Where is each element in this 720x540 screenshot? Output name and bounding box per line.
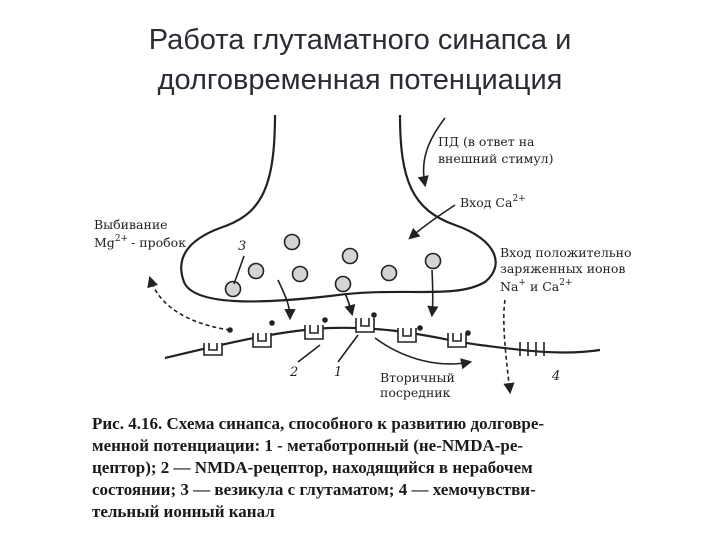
positive-ions-label-line-2: заряженных ионов — [500, 261, 625, 276]
pointer-3 — [233, 255, 245, 285]
ap-label-line-2: внешний стимул) — [438, 151, 554, 166]
receptor — [447, 333, 467, 348]
glutamate-vesicles — [224, 233, 442, 298]
second-messenger-arrow — [374, 337, 473, 370]
ca-in-label: Вход Ca2+ — [460, 194, 526, 210]
release-arrow — [277, 279, 296, 321]
mg-knockout-label-line-1: Выбивание — [94, 217, 168, 232]
vesicle — [380, 264, 398, 282]
pointer-1 — [337, 334, 359, 363]
ca-in-arrow — [408, 204, 456, 240]
vesicle — [247, 262, 265, 280]
positive-ions-arrow — [503, 299, 515, 395]
release-arrow — [344, 292, 356, 317]
presynaptic-terminal — [180, 114, 497, 303]
number-4-label: 4 — [551, 369, 560, 384]
receptor — [252, 333, 272, 348]
receptors — [203, 318, 467, 356]
mg-knockout-label-line-2: Mg2+- пробок — [94, 234, 186, 250]
ion-channel — [519, 342, 545, 356]
second-messenger-label-line-2: посредник — [380, 385, 451, 400]
slide-title-line-1: Работа глутаматного синапса и — [148, 24, 572, 56]
ap-arrow — [417, 117, 446, 188]
pointer-2 — [297, 344, 321, 363]
second-messenger-label-line-1: Вторичный — [380, 370, 455, 385]
receptor — [355, 318, 375, 333]
caption-line-4: состоянии; 3 — везикула с глутаматом; 4 … — [92, 480, 536, 499]
vesicle — [224, 280, 242, 298]
vesicle — [291, 265, 309, 283]
number-1-label: 1 — [334, 365, 342, 380]
release-arrow — [427, 269, 439, 318]
slide-title: Работа глутаматного синапса и долговреме… — [0, 20, 720, 100]
receptor — [397, 328, 417, 343]
number-3-label: 3 — [238, 239, 246, 254]
vesicle — [334, 275, 352, 293]
slide-title-line-2: долговременная потенциация — [157, 64, 563, 96]
figure-caption: Рис. 4.16. Схема синапса, способного к р… — [92, 413, 652, 523]
positive-ions-label-line-1: Вход положительно — [500, 245, 632, 260]
vesicle — [341, 247, 359, 265]
ap-label-line-1: ПД (в ответ на — [438, 134, 535, 149]
mg-plugs — [227, 312, 471, 336]
vesicle — [283, 233, 301, 251]
receptor — [203, 343, 223, 356]
mg-knockout-arrow — [147, 275, 231, 331]
number-2-label: 2 — [289, 365, 298, 380]
vesicle — [424, 252, 442, 270]
caption-line-5: тельный ионный канал — [92, 502, 275, 521]
caption-line-3: цептор); 2 — NMDA-рецептор, находящийся … — [92, 458, 533, 477]
caption-line-2: менной потенциации: 1 - метаботропный (н… — [92, 436, 524, 455]
receptor — [304, 325, 324, 340]
positive-ions-label-line-3: Na+и Ca2+ — [500, 278, 573, 294]
caption-line-1: Рис. 4.16. Схема синапса, способного к р… — [92, 414, 545, 433]
